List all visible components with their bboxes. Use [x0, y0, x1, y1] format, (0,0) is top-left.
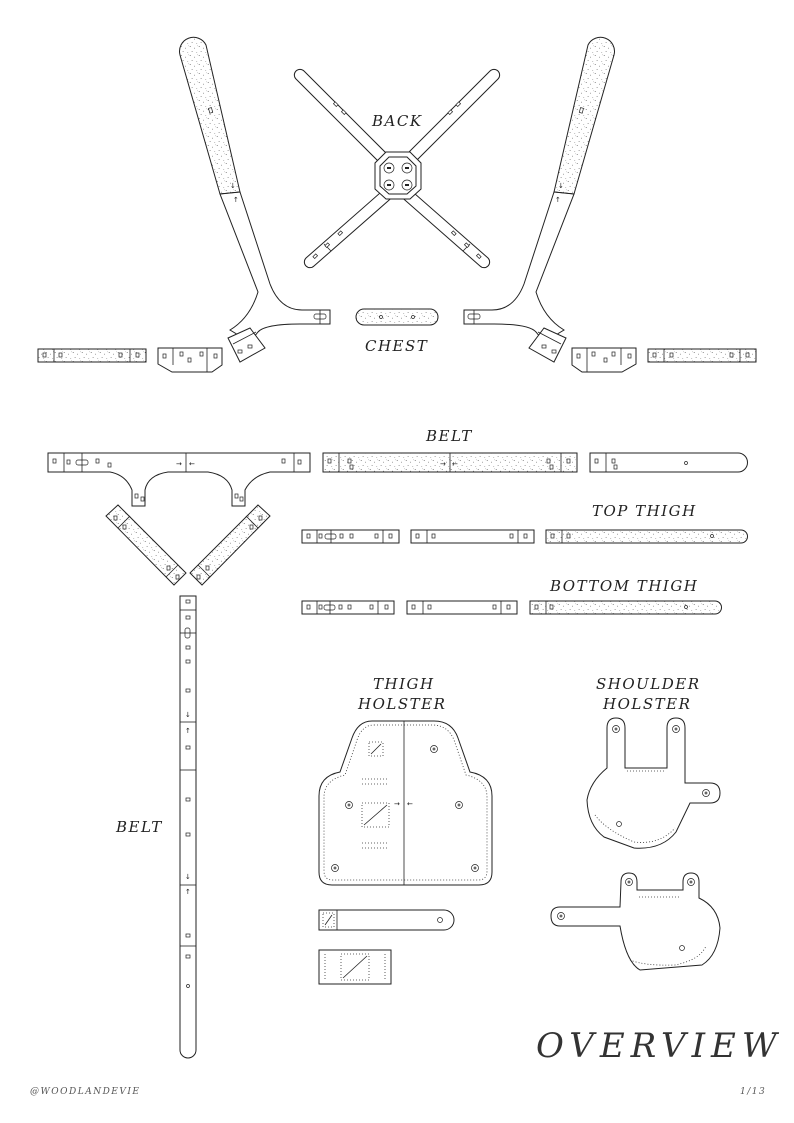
thigh-holster-panel: → ← [318, 720, 493, 886]
belt-v-left-arm [105, 504, 187, 586]
svg-text:↑: ↑ [233, 196, 239, 204]
chest-strap-left: ↓ ↑ [179, 36, 331, 363]
svg-text:→: → [394, 800, 400, 808]
label-top-thigh: TOP THIGH [592, 502, 697, 520]
footer-page-number: 1/13 [740, 1087, 766, 1097]
top-thigh-strap-2 [410, 529, 535, 544]
chest-buckle-tab-left [157, 347, 223, 373]
shoulder-holster-piece-2 [550, 872, 721, 971]
belt-end-strap [589, 452, 748, 473]
label-chest: CHEST [365, 337, 428, 355]
chest-buckle-tab-right [571, 347, 637, 373]
top-thigh-strap-1 [301, 529, 400, 544]
chest-center-strap [355, 308, 439, 326]
svg-text:→: → [440, 460, 446, 468]
label-shoulder-holster-2: HOLSTER [602, 695, 691, 713]
belt-back-piece: → ← [322, 452, 578, 473]
back-piece [293, 68, 501, 269]
label-belt-side: BELT [115, 818, 163, 836]
chest-strap-right: ↓ ↑ [463, 36, 615, 363]
belt-v-right-arm [189, 504, 271, 586]
belt-front-piece: → ← [47, 452, 311, 507]
bottom-thigh-strap-3 [529, 600, 722, 615]
svg-text:←: ← [189, 460, 195, 468]
svg-text:↓: ↓ [185, 873, 191, 881]
label-belt-top: BELT [425, 427, 473, 445]
svg-text:↑: ↑ [185, 888, 191, 896]
shoulder-holster-piece-1 [586, 717, 721, 849]
back-strap-sw [303, 185, 397, 269]
chest-small-strap-left [37, 348, 147, 363]
label-shoulder-holster-1: SHOULDER [596, 675, 701, 693]
svg-text:←: ← [452, 460, 458, 468]
svg-text:↓: ↓ [230, 182, 236, 190]
back-strap-nw [293, 68, 397, 172]
belt-vertical-strap: ↓ ↑ ↓ ↑ [179, 595, 197, 1059]
label-bottom-thigh: BOTTOM THIGH [549, 577, 698, 595]
thigh-holster-loop [318, 949, 392, 985]
chest-small-strap-right [647, 348, 757, 363]
page-title: OVERVIEW [536, 1026, 783, 1066]
svg-text:↓: ↓ [185, 711, 191, 719]
svg-text:←: ← [407, 800, 413, 808]
bottom-thigh-strap-2 [406, 600, 518, 615]
footer-credit: @WOODLANDEVIE [30, 1087, 140, 1097]
svg-text:→: → [176, 460, 182, 468]
label-thigh-holster-2: HOLSTER [357, 695, 446, 713]
top-thigh-strap-3 [545, 529, 748, 544]
back-strap-se [397, 185, 491, 269]
svg-text:↑: ↑ [185, 727, 191, 735]
svg-text:↓: ↓ [558, 182, 564, 190]
back-strap-ne [397, 68, 501, 172]
svg-text:↑: ↑ [555, 196, 561, 204]
back-center-ring [374, 151, 422, 200]
label-back: BACK [371, 112, 423, 130]
label-thigh-holster-1: THIGH [373, 675, 435, 693]
bottom-thigh-strap-1 [301, 600, 395, 615]
thigh-holster-strap [318, 909, 455, 931]
